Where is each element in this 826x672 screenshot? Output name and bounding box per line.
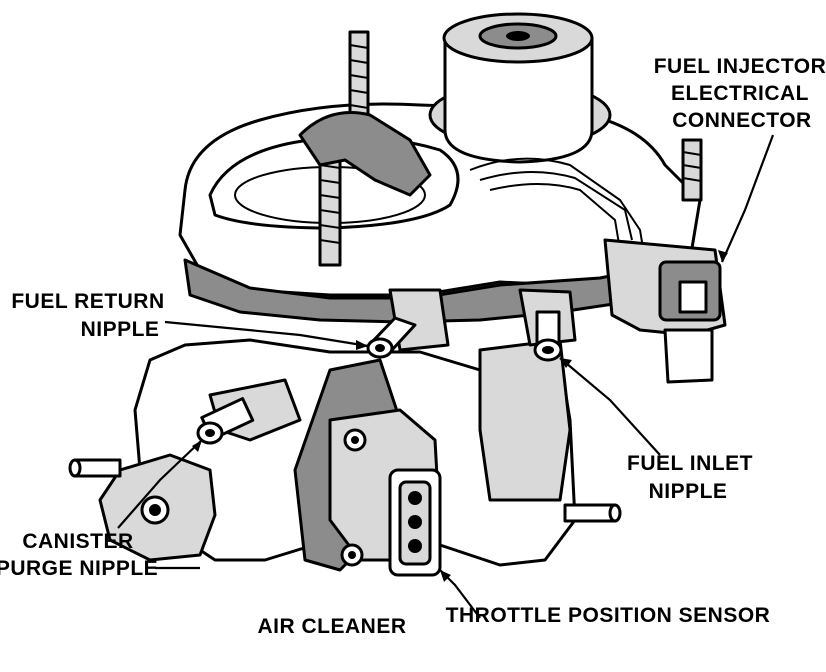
label-fuel-inlet-nipple-2: NIPPLE — [649, 480, 728, 503]
right-stub-pipe — [563, 503, 617, 523]
label-fuel-injector-connector-1: FUEL INJECTOR — [654, 55, 826, 78]
label-fuel-injector-connector-3: CONNECTOR — [672, 109, 811, 132]
label-fuel-injector-connector-2: ELECTRICAL — [671, 82, 809, 105]
label-fuel-return-nipple-2: NIPPLE — [81, 318, 160, 341]
throttle-linkage — [298, 111, 432, 197]
left-stub-pipe — [73, 458, 122, 478]
label-fuel-return-nipple-1: FUEL RETURN — [11, 290, 164, 313]
injector-connector-bracket — [663, 328, 714, 384]
injector-wiring — [469, 157, 646, 261]
leader-canister-purge-nipple — [117, 439, 203, 529]
label-fuel-inlet-nipple-1: FUEL INLET — [627, 452, 753, 475]
callout-labels: FUEL INJECTOR ELECTRICAL CONNECTOR FUEL … — [0, 55, 826, 638]
fuel-injector-cap — [443, 36, 594, 164]
label-canister-purge-nipple-2: PURGE NIPPLE — [0, 557, 158, 580]
right-stud — [681, 138, 703, 202]
label-canister-purge-nipple-1: CANISTER — [22, 530, 133, 553]
leader-fuel-inlet-nipple — [559, 357, 661, 456]
leader-fuel-injector-connector — [720, 134, 775, 263]
throttle-body-illustration — [68, 12, 727, 577]
label-throttle-position-sensor: THROTTLE POSITION SENSOR — [446, 604, 771, 627]
pressure-column — [478, 338, 572, 502]
leader-lines — [117, 134, 775, 619]
leader-fuel-return-nipple — [164, 320, 369, 348]
label-air-cleaner: AIR CLEANER — [257, 615, 406, 638]
